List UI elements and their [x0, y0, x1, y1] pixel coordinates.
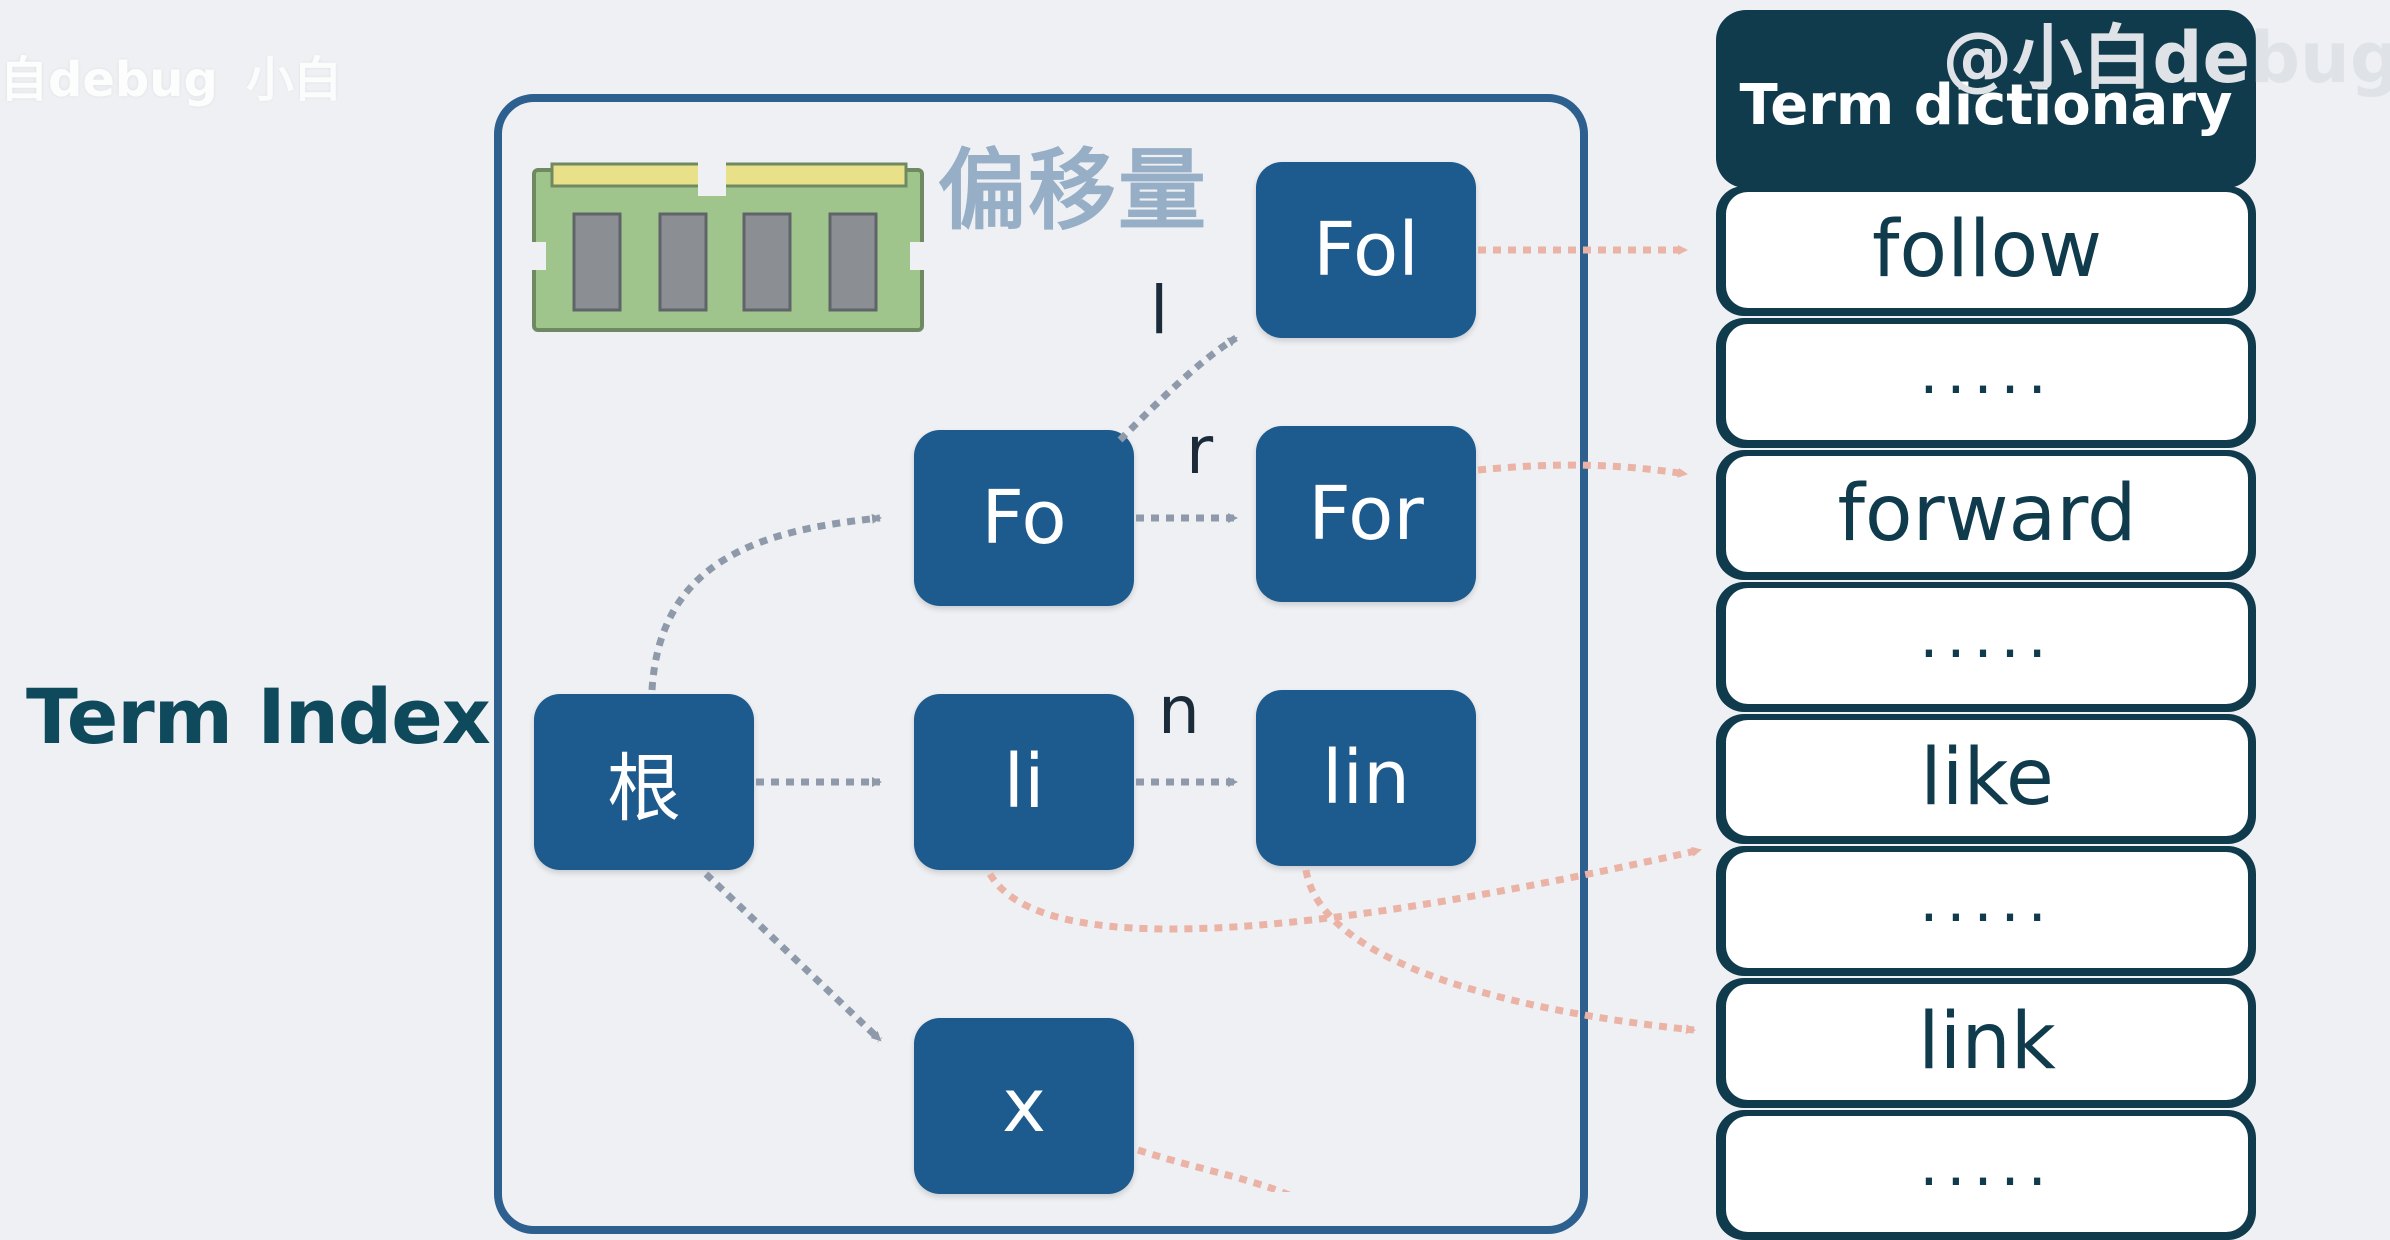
watermark-left-extra: 小白 — [245, 52, 342, 108]
dictionary-row-text: ..... — [1726, 852, 2248, 968]
dictionary-row-text: ..... — [1726, 588, 2248, 704]
edge-label-l: l — [1150, 272, 1169, 349]
dictionary-row: forward — [1716, 450, 2256, 580]
term-index-label: Term Index — [26, 672, 491, 761]
dictionary-row: ..... — [1716, 318, 2256, 448]
node-lin: lin — [1256, 690, 1476, 866]
watermark-left: 自debug 小白 — [0, 40, 342, 110]
watermark-left-text: 自debug — [0, 52, 218, 108]
node-for: For — [1256, 426, 1476, 602]
dictionary-row: ..... — [1716, 846, 2256, 976]
dictionary-row-text: ..... — [1726, 1116, 2248, 1232]
dictionary-row-text: follow — [1726, 192, 2248, 308]
dictionary-row: follow — [1716, 186, 2256, 316]
term-dictionary-header: Term dictionary — [1716, 10, 2256, 188]
dictionary-row: link — [1716, 978, 2256, 1108]
dictionary-row-text: link — [1726, 984, 2248, 1100]
node-li: li — [914, 694, 1134, 870]
dictionary-row: ..... — [1716, 1110, 2256, 1240]
dictionary-row-text: ..... — [1726, 324, 2248, 440]
edge-label-n: n — [1158, 672, 1200, 749]
watermark-right: @小白debug — [1942, 17, 2390, 99]
node-root: 根 — [534, 694, 754, 870]
node-fol: Fol — [1256, 162, 1476, 338]
dictionary-row: ..... — [1716, 582, 2256, 712]
dictionary-row-text: like — [1726, 720, 2248, 836]
offset-label: 偏移量 — [938, 139, 1209, 242]
node-x: x — [914, 1018, 1134, 1194]
memory-chip-icon — [530, 156, 926, 332]
dictionary-row-text: forward — [1726, 456, 2248, 572]
edge-label-r: r — [1186, 412, 1214, 489]
dictionary-row: like — [1716, 714, 2256, 844]
node-fo: Fo — [914, 430, 1134, 606]
